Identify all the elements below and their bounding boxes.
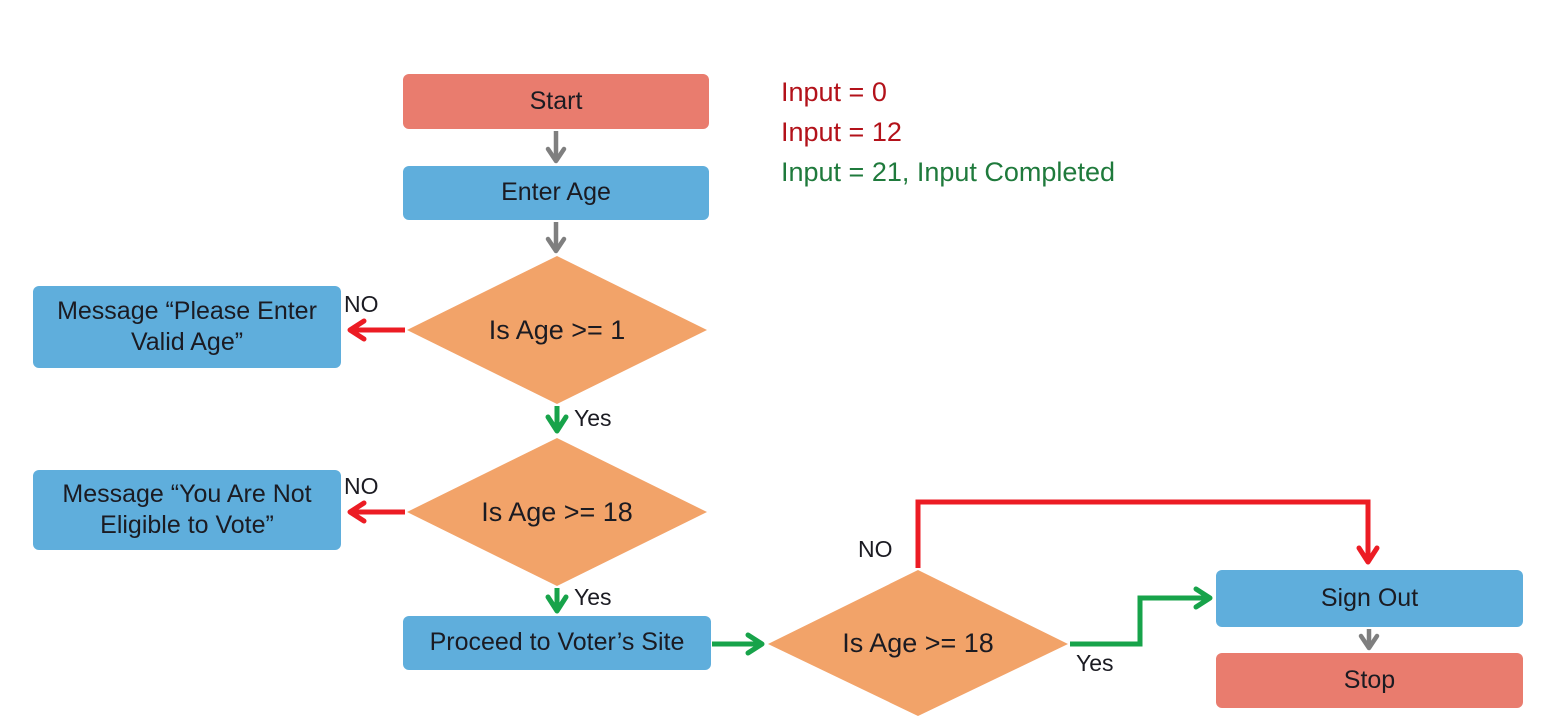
arrow-no-confirm-to-sign-out <box>915 499 1380 568</box>
edge-label-yes-valid: Yes <box>574 405 612 431</box>
annotation-input-21-completed: Input = 21, Input Completed <box>781 157 1115 187</box>
edge-label-no-confirm: NO <box>858 536 893 562</box>
decision-age-eligible-label: Is Age >= 18 <box>407 438 707 586</box>
decision-age-confirm-text: Is Age >= 18 <box>842 628 994 658</box>
stop-node: Stop <box>1216 653 1523 708</box>
edge-label-no-eligible: NO <box>344 473 379 499</box>
annotation-input-12: Input = 12 <box>781 117 902 147</box>
decision-age-eligible-text: Is Age >= 18 <box>481 496 633 527</box>
decision-diamond-age-valid <box>407 256 707 404</box>
invalid-age-message-node: Message “Please Enter Valid Age” <box>33 286 341 368</box>
proceed-node: Proceed to Voter’s Site <box>403 616 711 670</box>
decision-diamond-age-eligible <box>407 438 707 586</box>
proceed-node-label: Proceed to Voter’s Site <box>429 628 685 657</box>
decision-age-valid-label: Is Age >= 1 <box>407 256 707 404</box>
start-node-label: Start <box>529 86 583 115</box>
invalid-age-message-label: Message “Please Enter Valid Age” <box>57 296 317 356</box>
edge-label-no-valid: NO <box>344 291 379 317</box>
not-eligible-message-node: Message “You Are Not Eligible to Vote” <box>33 470 341 550</box>
edge-label-yes-eligible: Yes <box>574 584 612 610</box>
enter-age-node-label: Enter Age <box>501 178 611 207</box>
decision-diamond-age-confirm <box>768 570 1068 716</box>
stop-node-label: Stop <box>1343 665 1396 694</box>
sign-out-node-label: Sign Out <box>1320 583 1419 612</box>
start-node: Start <box>403 74 709 129</box>
sign-out-node: Sign Out <box>1216 570 1523 627</box>
annotation-input-0: Input = 0 <box>781 77 887 107</box>
arrow-yes-confirm-to-sign-out <box>1070 586 1213 647</box>
enter-age-node: Enter Age <box>403 166 709 220</box>
not-eligible-message-label: Message “You Are Not Eligible to Vote” <box>62 479 312 539</box>
decision-age-confirm-label: Is Age >= 18 <box>768 570 1068 717</box>
decision-age-valid-text: Is Age >= 1 <box>488 314 626 345</box>
edge-label-yes-confirm: Yes <box>1076 650 1114 676</box>
